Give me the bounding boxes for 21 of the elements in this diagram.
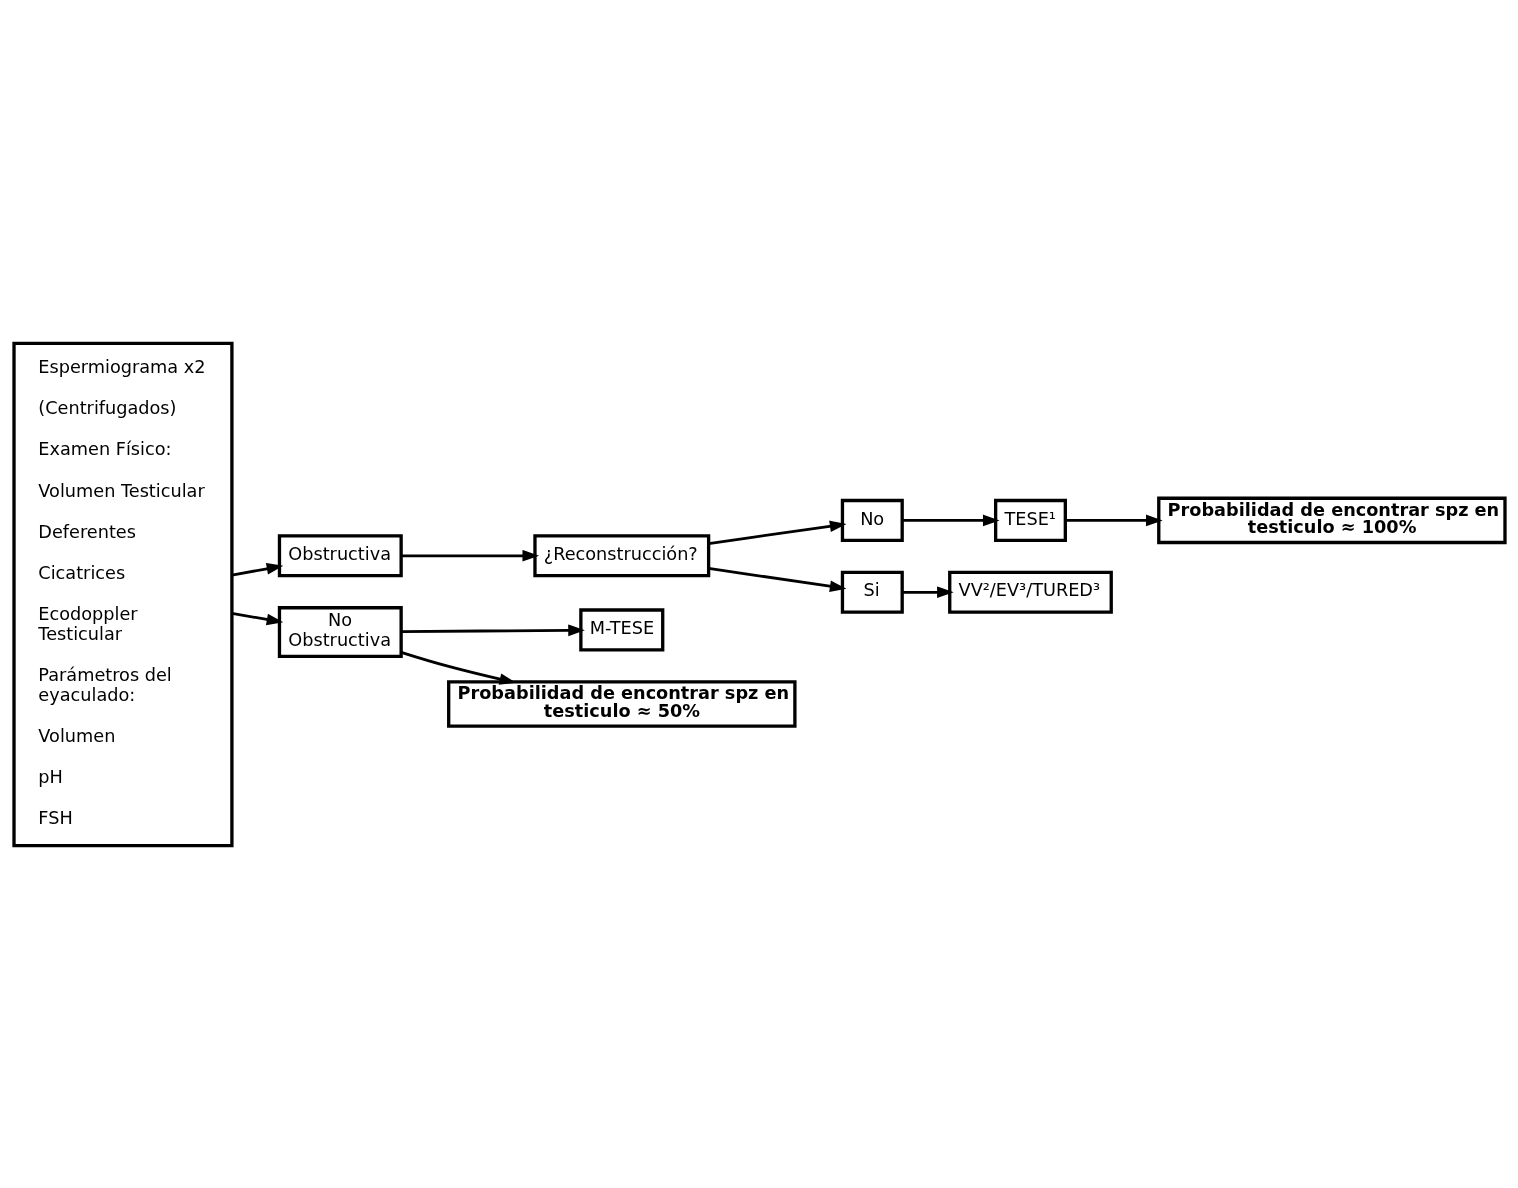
arrow [708, 566, 846, 592]
node-box: Probabilidad de encontrar spz en testiculo ≈ 100% [1156, 496, 1507, 544]
node-box: No [840, 498, 904, 542]
arrow [708, 520, 846, 545]
arrow [1064, 514, 1163, 526]
arrow [400, 650, 516, 685]
node-box: Probabilidad de encontrar spz en testiculo ≈ 50% [446, 679, 797, 728]
node-box: M-TESE [578, 607, 664, 651]
arrow [231, 562, 283, 576]
arrow [400, 549, 539, 562]
node-box: Si [840, 570, 904, 614]
arrow [231, 611, 283, 625]
arrow [901, 514, 1000, 526]
node-box: Obstructiva [277, 533, 403, 577]
node-box: TESE¹ [993, 498, 1067, 542]
arrow [901, 585, 954, 598]
node-box: ¿Reconstrucción? [532, 533, 710, 577]
node-box: Espermiograma x2 (Centrifugados) Examen Físico: Volumen Testicular Deferentes Cicatrices Ecodoppler Testicular Parámetros del eyaculado: Volumen pH FSH [11, 341, 234, 847]
node-box: VV²/EV³/TURED³ [947, 570, 1113, 614]
node-box: No Obstructiva [277, 605, 403, 658]
arrow [400, 624, 585, 636]
